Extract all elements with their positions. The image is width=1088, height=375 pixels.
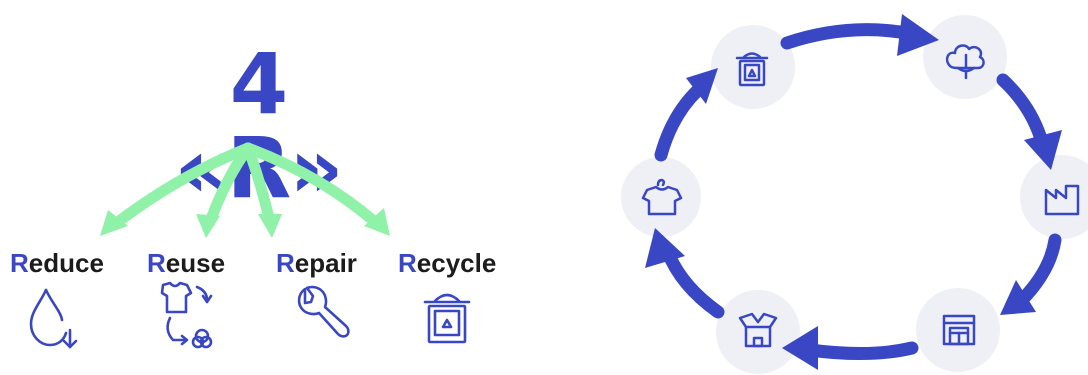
cycle-arrow-6 — [654, 83, 705, 162]
wrench-icon — [297, 285, 350, 338]
branch-arrowheads — [100, 208, 390, 238]
cycle-arrow-3 — [1013, 233, 1062, 309]
cycle-arrow-4 — [803, 341, 919, 361]
cycle-arrowhead-4 — [782, 326, 818, 370]
cycle-arrowheads — [645, 14, 1062, 370]
recycle-bin-icon — [423, 293, 471, 344]
arrowhead-reduce — [100, 210, 128, 236]
cycle-arrowhead-2 — [1024, 130, 1062, 170]
cycle-factory-icon — [1044, 184, 1080, 216]
cycle-arrowhead-3 — [1000, 280, 1036, 315]
arrow-to-reduce — [112, 142, 254, 228]
cycle-node-circles — [621, 15, 1088, 374]
branch-arrows — [112, 142, 381, 228]
arrow-to-recycle — [242, 142, 381, 228]
cycle-arrows — [654, 23, 1062, 361]
arrow-to-reuse — [204, 142, 254, 228]
cycle-node-store — [916, 288, 1000, 372]
cycle-tshirt-hanger-icon — [641, 178, 683, 216]
arrowhead-reuse — [196, 214, 220, 238]
cycle-node-recycle — [711, 25, 795, 109]
cycle-node-tshirt — [621, 157, 701, 237]
r-word-recycle: Recycle — [398, 248, 497, 278]
cycle-node-box — [716, 290, 800, 374]
cycle-arrow-5 — [660, 243, 725, 319]
cycle-recycle-bin-icon — [735, 52, 769, 87]
cycle-store-icon — [942, 314, 976, 346]
r-word-reduce: Reduce — [10, 248, 104, 278]
r-word-reuse: Reuse — [147, 248, 226, 278]
cycle-arrow-1 — [780, 23, 919, 50]
cycle-cotton-icon — [945, 44, 985, 80]
tshirt-reuse-icon — [160, 281, 213, 349]
cycle-arrowhead-1 — [897, 14, 939, 56]
cycle-box-icon — [738, 312, 778, 348]
cycle-arrowhead-6 — [686, 68, 718, 104]
r-word-repair: Repair — [276, 248, 357, 278]
water-drop-down-icon — [29, 288, 78, 349]
arrowhead-repair — [258, 214, 282, 238]
arrowhead-recycle — [364, 208, 390, 236]
cycle-arrowhead-5 — [645, 228, 685, 268]
